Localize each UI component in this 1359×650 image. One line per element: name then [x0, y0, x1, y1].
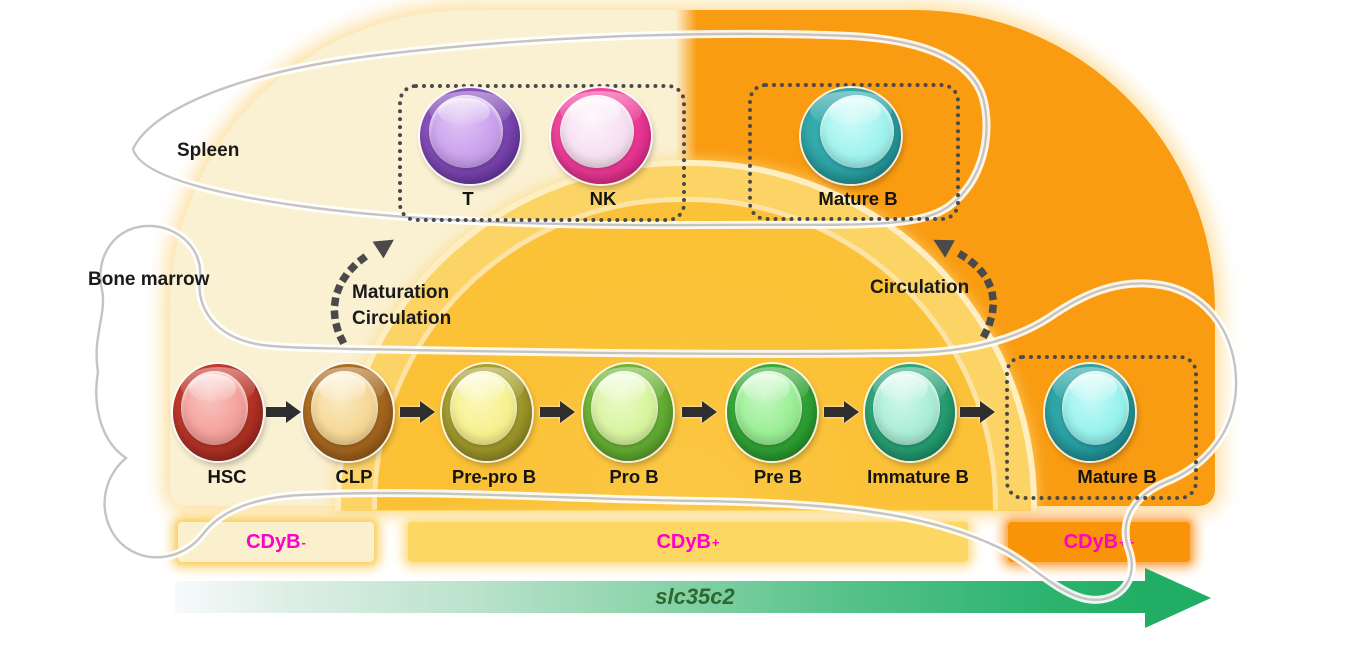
- marker-label: CDyB: [656, 530, 711, 553]
- spleen-region-label: Spleen: [177, 140, 240, 161]
- label-clp: CLP: [335, 466, 373, 487]
- cell-body: [801, 88, 901, 184]
- maturation-dotted-arrow-icon: [330, 239, 394, 346]
- cell-immature-b: [865, 364, 955, 461]
- cell-body: [173, 364, 263, 461]
- cell-spleen-mature-b: [801, 88, 901, 184]
- gene-arrowhead-icon: [1145, 568, 1211, 628]
- gene-label: slc35c2: [655, 584, 735, 609]
- cell-pre-pro-b: [442, 364, 532, 461]
- cell-pre-b: [727, 364, 817, 461]
- cell-bm-mature-b: [1045, 364, 1135, 461]
- label-pro-b: Pro B: [609, 466, 659, 487]
- label-immature-b: Immature B: [867, 466, 969, 487]
- cell-nucleus: [1062, 370, 1129, 445]
- bone-marrow-region-label: Bone marrow: [88, 269, 210, 290]
- arrow-icon: [400, 401, 436, 423]
- annotation-line: Circulation: [352, 308, 452, 329]
- cell-nucleus: [591, 370, 658, 445]
- cell-nucleus: [181, 370, 248, 445]
- marker-bar-cdyb-dblpos: CDyB++: [1008, 522, 1190, 562]
- marker-sup: -: [301, 534, 306, 550]
- cell-nucleus: [450, 370, 517, 445]
- maturation-circulation-annotation: Maturation Circulation: [352, 280, 451, 332]
- cell-body: [583, 364, 673, 461]
- label-pre-b: Pre B: [753, 466, 803, 487]
- cell-nucleus: [735, 370, 802, 445]
- arrow-icon: [540, 401, 576, 423]
- cell-nucleus: [429, 94, 503, 168]
- bm-mature-b-dotted-box: [1005, 355, 1198, 500]
- label-pre-pro-b: Pre-pro B: [451, 466, 537, 487]
- label-t: T: [462, 188, 474, 209]
- cell-nk: [551, 88, 651, 184]
- cell-body: [551, 88, 651, 184]
- cell-body: [420, 88, 520, 184]
- spleen-outline: [128, 29, 991, 230]
- cell-body: [727, 364, 817, 461]
- cell-t: [420, 88, 520, 184]
- cell-body: [865, 364, 955, 461]
- arrow-icon: [682, 401, 718, 423]
- t-nk-dotted-box: [398, 84, 686, 222]
- annotation-line: Maturation: [352, 282, 450, 303]
- label-spleen-mature-b: Mature B: [818, 188, 898, 209]
- circulation-dotted-arrow-icon: [933, 239, 997, 340]
- arrow-icon: [960, 401, 996, 423]
- cell-body: [1045, 364, 1135, 461]
- cell-nucleus: [873, 370, 940, 445]
- arrow-icon: [824, 401, 860, 423]
- marker-sup: +: [711, 534, 720, 550]
- gene-gradient-bar: slc35c2: [175, 581, 1145, 613]
- cell-clp: [303, 364, 393, 461]
- label-bm-mature-b: Mature B: [1077, 466, 1157, 487]
- marker-label: CDyB: [1063, 530, 1119, 553]
- label-nk: NK: [589, 188, 617, 209]
- cell-nucleus: [820, 94, 894, 168]
- cell-body: [303, 364, 393, 461]
- bone-marrow-outline: [92, 221, 1241, 604]
- arrow-icon: [266, 401, 302, 423]
- cell-nucleus: [311, 370, 378, 445]
- label-hsc: HSC: [207, 466, 247, 487]
- cell-nucleus: [560, 94, 634, 168]
- marker-bar-cdyb-pos: CDyB+: [408, 522, 968, 562]
- cell-pro-b: [583, 364, 673, 461]
- cell-hsc: [173, 364, 263, 461]
- cell-body: [442, 364, 532, 461]
- spleen-mature-b-dotted-box: [748, 83, 960, 221]
- circulation-annotation: Circulation: [870, 277, 970, 298]
- marker-label: CDyB: [246, 530, 301, 553]
